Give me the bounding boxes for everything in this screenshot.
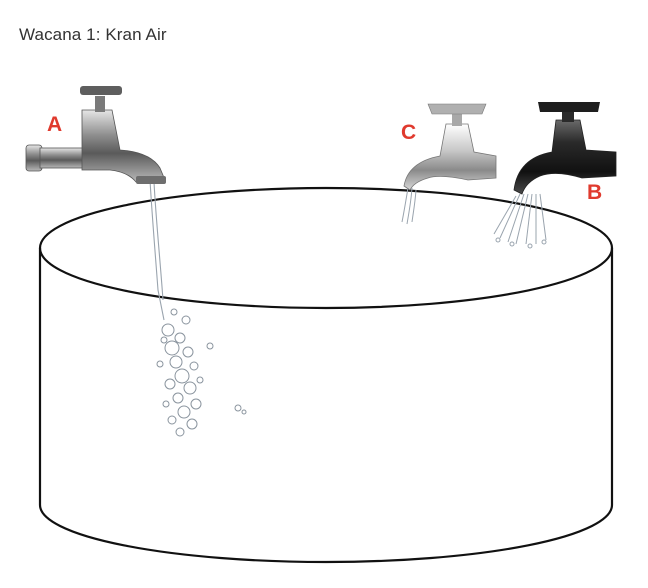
- tap-a-label: A: [47, 113, 62, 136]
- tap-b-water: [493, 193, 547, 249]
- tap-a: [25, 86, 166, 184]
- tank: [38, 186, 614, 564]
- tap-c-label: C: [401, 121, 416, 144]
- tap-c: [403, 103, 497, 191]
- tank-rim: [38, 186, 614, 310]
- page-title: Wacana 1: Kran Air: [19, 25, 167, 44]
- tap-c-water: [401, 187, 417, 225]
- tap-b-label: B: [587, 181, 602, 204]
- tap-b: [513, 102, 617, 195]
- tap-a-water: [149, 179, 247, 437]
- tank-body: [38, 248, 614, 564]
